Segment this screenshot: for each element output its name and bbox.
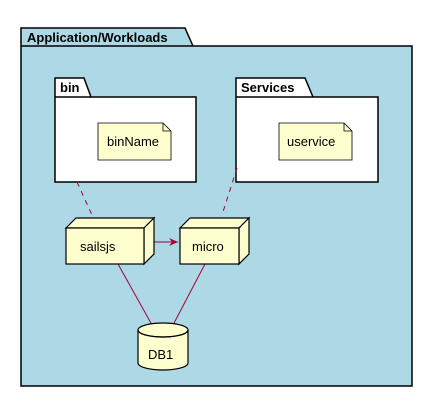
database-db1-label: DB1 — [148, 347, 173, 362]
database-db1: DB1 — [137, 322, 189, 371]
note-binname: binName — [97, 122, 172, 161]
package-title-outer: Application/Workloads — [27, 30, 168, 45]
node-sailsjs: sailsjs — [64, 216, 156, 266]
package-title-services: Services — [241, 80, 295, 95]
note-binname-text: binName — [107, 134, 159, 149]
link-sailsjs-db1 — [117, 263, 153, 326]
node-micro-label: micro — [192, 239, 224, 254]
link-micro-db1 — [172, 263, 206, 326]
note-uservice: uservice — [278, 122, 353, 161]
link-services-micro — [221, 167, 238, 216]
node-sailsjs-label: sailsjs — [80, 239, 116, 254]
link-bin-sailsjs — [76, 181, 93, 216]
note-uservice-text: uservice — [287, 134, 335, 149]
node-micro: micro — [178, 216, 251, 266]
package-title-bin: bin — [60, 80, 80, 95]
